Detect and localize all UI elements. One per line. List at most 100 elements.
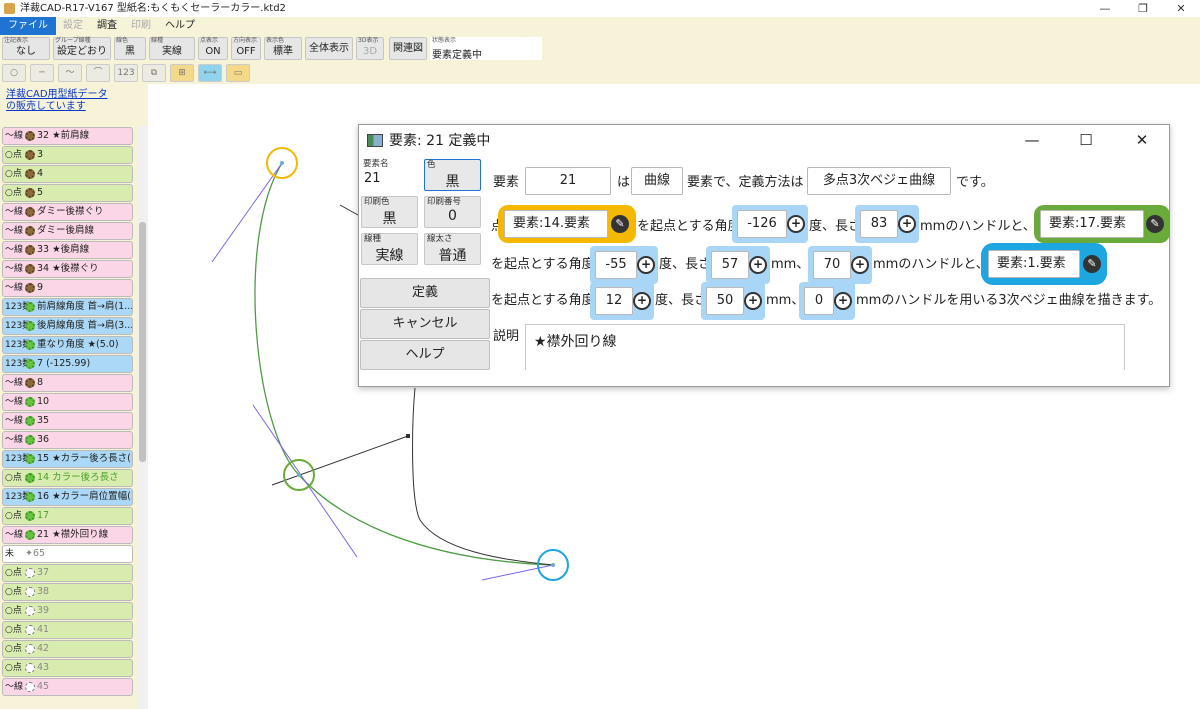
length-2b-field[interactable]: 70 [813,251,851,279]
point-marker[interactable] [280,161,284,165]
element-number-field[interactable]: 21 [525,167,611,195]
dialog-minimize-button[interactable]: — [1024,131,1040,149]
fit-all-button[interactable]: 全体表示 [305,37,353,60]
ad-link[interactable]: 洋裁CAD用型紙データ の販売しています [6,89,108,113]
zoom-icon[interactable]: + [834,292,852,310]
scrollbar-thumb[interactable] [139,222,146,462]
end-point-highlight[interactable] [537,549,569,581]
curve-tool-button[interactable]: 〜 [58,64,82,82]
start-point-highlight[interactable] [266,147,298,179]
point-ref-3-field[interactable]: 要素:1.要素 [988,250,1080,278]
frame-tool-button[interactable]: ▭ [226,64,250,82]
menu-settings[interactable]: 設定 [63,20,83,31]
definition-method-field[interactable]: 多点3次ベジェ曲線 [807,167,951,195]
element-list-item[interactable]: 123数重なり角度 ★(5.0) [2,336,133,354]
point-ref-1-field[interactable]: 要素:14.要素 [504,210,608,238]
length-3a-field[interactable]: 50 [706,287,744,315]
element-type-field[interactable]: 曲線 [631,167,683,195]
menu-print[interactable]: 印刷 [131,20,151,31]
group-linetype-button[interactable]: グループ線種設定どおり [53,37,111,60]
zoom-icon[interactable]: + [749,256,767,274]
description-field[interactable]: ★襟外回り線 [525,324,1125,370]
help-button[interactable]: ヘルプ [360,340,490,370]
length-2a-field[interactable]: 57 [711,251,749,279]
define-button[interactable]: 定義 [360,278,490,308]
cancel-button[interactable]: キャンセル [360,309,490,339]
zoom-icon[interactable]: + [633,292,651,310]
point-marker[interactable] [297,473,301,477]
pencil-icon[interactable]: ✎ [611,215,629,233]
angle-1-field[interactable]: -126 [737,210,787,238]
point-marker[interactable] [551,563,555,567]
number-tool-button[interactable]: 123 [114,64,138,82]
annotation-display-button[interactable]: 注記表示なし [2,37,50,60]
element-list-scrollbar[interactable] [137,126,148,709]
zoom-icon[interactable]: + [637,256,655,274]
menu-help[interactable]: ヘルプ [165,20,195,31]
drawing-canvas[interactable] [148,84,1200,709]
element-list-item[interactable]: 123数後肩線角度 首→肩(3... [2,317,133,335]
angle-2-field[interactable]: -55 [595,251,637,279]
zoom-icon[interactable]: + [744,292,762,310]
measure-tool-button[interactable]: ⟷ [198,64,222,82]
element-list-item[interactable]: 123数前肩線角度 首→肩(1... [2,298,133,316]
point-marker[interactable] [406,434,410,438]
element-list-item[interactable]: 〜線ダミー後襟ぐり [2,203,133,221]
point-tool-button[interactable]: ○ [2,64,26,82]
line-width-select[interactable]: 線太さ普通 [424,233,481,265]
line-type-select[interactable]: 線種実線 [361,233,418,265]
arc-tool-button[interactable]: ⌒ [86,64,110,82]
print-color-button[interactable]: 印刷色黒 [361,196,418,228]
zoom-icon[interactable]: + [898,215,916,233]
dialog-maximize-button[interactable]: ☐ [1079,131,1093,149]
restore-button[interactable]: ❐ [1138,2,1148,15]
copy-tool-button[interactable]: ⧉ [142,64,166,82]
length-1-field[interactable]: 83 [860,210,898,238]
line-tool-button[interactable]: ─ [30,64,54,82]
relation-diagram-button[interactable]: 関連図 [389,37,427,60]
line-color-button[interactable]: 線色黒 [114,37,146,60]
pencil-icon[interactable]: ✎ [1083,255,1101,273]
point-ref-2-field[interactable]: 要素:17.要素 [1040,210,1144,238]
pencil-icon[interactable]: ✎ [1146,215,1164,233]
menu-survey[interactable]: 調査 [97,20,117,31]
close-window-button[interactable]: ✕ [1176,2,1186,15]
length-3b-field[interactable]: 0 [804,287,834,315]
element-list-item[interactable]: 未✦65 [2,545,133,563]
color-button[interactable]: 色黒 [424,159,481,191]
menu-file[interactable]: ファイル [0,17,56,35]
minimize-button[interactable]: — [1099,2,1111,15]
zoom-icon[interactable]: + [787,215,805,233]
angle-3-field[interactable]: 12 [595,287,633,315]
display-color-button[interactable]: 表示色標準 [264,37,302,60]
element-list-item[interactable]: 〜線ダミー後肩線 [2,222,133,240]
group-tool-button[interactable]: ⊞ [170,64,194,82]
curve-back-neckline[interactable] [412,387,554,566]
